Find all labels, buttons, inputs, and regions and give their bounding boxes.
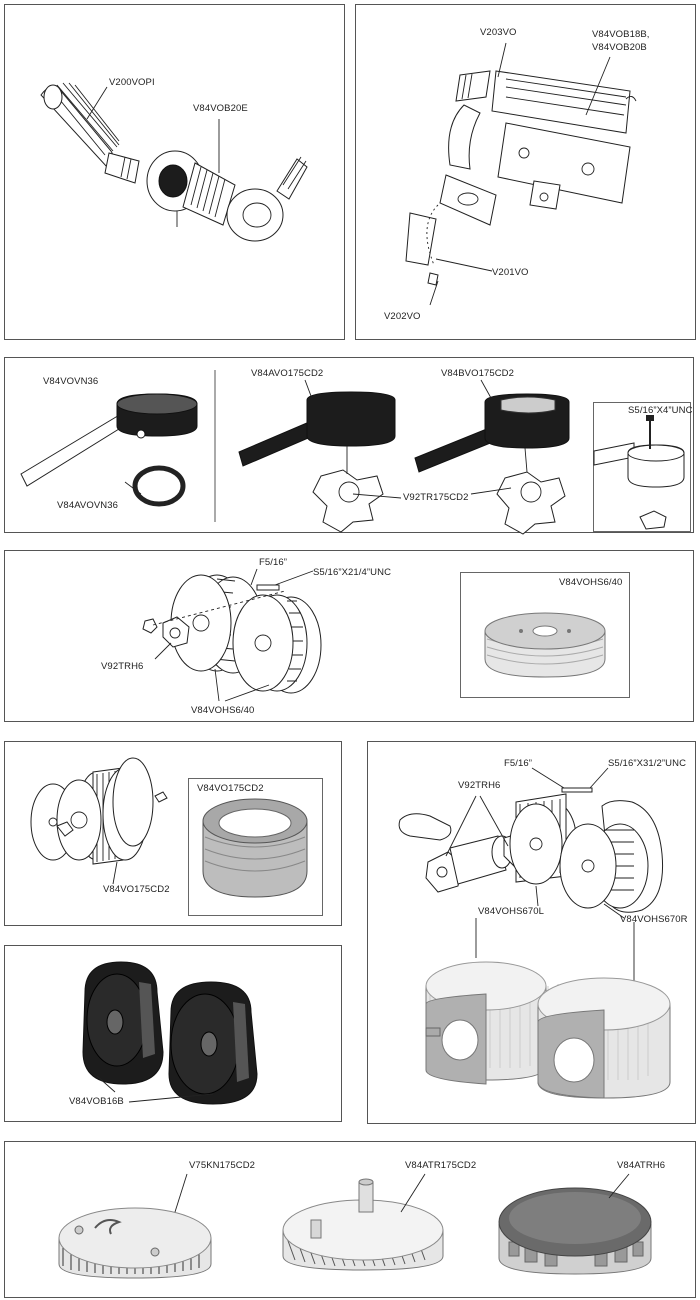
label-v84vohs670r: V84VOHS670R (620, 914, 688, 925)
panel-chrome-filters: V75KN175CD2 V84ATR175CD2 V84ATRH6 (4, 1141, 696, 1298)
label-v202vo: V202VO (384, 311, 421, 322)
label-v84avovn36: V84AVOVN36 (57, 500, 119, 511)
illustration-exploded-filter (30, 757, 168, 885)
label-v84vob18b: V84VOB18B, (592, 29, 650, 40)
label-v75kn175cd2: V75KN175CD2 (189, 1160, 256, 1171)
label-s5-16x21-4unc: S5/16”X21/4”UNC (313, 567, 392, 578)
panel-v84vohs6-40: V84VOHS6/40 F5/16” S5/16”X21/4”UNC V92TR… (4, 550, 694, 722)
label-v84atrh6: V84ATRH6 (617, 1160, 666, 1171)
panel-v84vob16b: V84VOB16B (4, 945, 342, 1122)
label-v84vo175cd2-inset: V84VO175CD2 (197, 783, 264, 794)
label-s5-16x31-2unc: S5/16”X31/2”UNC (608, 758, 687, 769)
label-f5-16-b: F5/16” (504, 758, 533, 769)
panel-v84vo175cd2: V84VO175CD2 V84VO175CD2 (4, 741, 342, 926)
illustration-intake-hose-air-box (40, 82, 308, 242)
illustration-twin-filter-assembly (398, 767, 671, 1099)
label-v84bvo175cd2: V84BVO175CD2 (441, 368, 515, 379)
label-s5-16x4unc: S5/16”X4”UNC (628, 405, 693, 416)
panel-v84vohs670: F5/16” S5/16”X31/2”UNC V92TRH6 V84VOHS67… (367, 741, 696, 1124)
photo-black-air-cleaners (82, 961, 258, 1105)
label-v203vo: V203VO (480, 27, 517, 38)
label-v92tr175cd2: V92TR175CD2 (403, 492, 469, 503)
inset-s5-16x4unc: S5/16”X4”UNC (593, 402, 693, 532)
label-f5-16-a: F5/16” (259, 557, 288, 568)
panel-v203vo: V203VO V84VOB18B, V84VOB20B V201VO V202V… (355, 4, 696, 340)
inset-v84vohs6-40: V84VOHS6/40 (460, 572, 630, 698)
label-v84vo175cd2: V84VO175CD2 (103, 884, 170, 895)
inset-v84vo175cd2: V84VO175CD2 (188, 778, 323, 916)
label-v84vohs6-40: V84VOHS6/40 (191, 705, 255, 716)
photo-filter-element-white (484, 612, 606, 678)
photo-filter-element-grey (202, 798, 308, 898)
label-v84vob16b: V84VOB16B (69, 1096, 124, 1107)
label-v84vovn36: V84VOVN36 (43, 376, 99, 387)
label-v84vohs6-40-inset: V84VOHS6/40 (559, 577, 623, 588)
label-v84vohs670l: V84VOHS670L (478, 906, 545, 917)
illustration-bolt-assembly (593, 415, 685, 530)
label-v84atr175cd2: V84ATR175CD2 (405, 1160, 477, 1171)
panel-v200vopi: V200VOPI V84VOB20E (4, 4, 345, 340)
photo-chrome-air-filters (58, 1173, 652, 1279)
label-v201vo: V201VO (492, 267, 529, 278)
label-v92trh6-b: V92TRH6 (458, 780, 501, 791)
label-v84vob20e: V84VOB20E (193, 103, 248, 114)
label-v84vob20b: V84VOB20B (592, 42, 647, 53)
illustration-exploded-filter-pair (142, 568, 322, 702)
label-v92trh6-a: V92TRH6 (101, 661, 144, 672)
label-v200vopi: V200VOPI (109, 77, 155, 88)
label-v84avo175cd2: V84AVO175CD2 (251, 368, 324, 379)
illustration-air-cleaners-row-2 (20, 370, 570, 535)
panel-v84vovn36: S5/16”X4”UNC V84VOVN36 V84AVOVN36 V84AVO… (4, 357, 694, 535)
illustration-manifold-air-box (405, 42, 637, 306)
